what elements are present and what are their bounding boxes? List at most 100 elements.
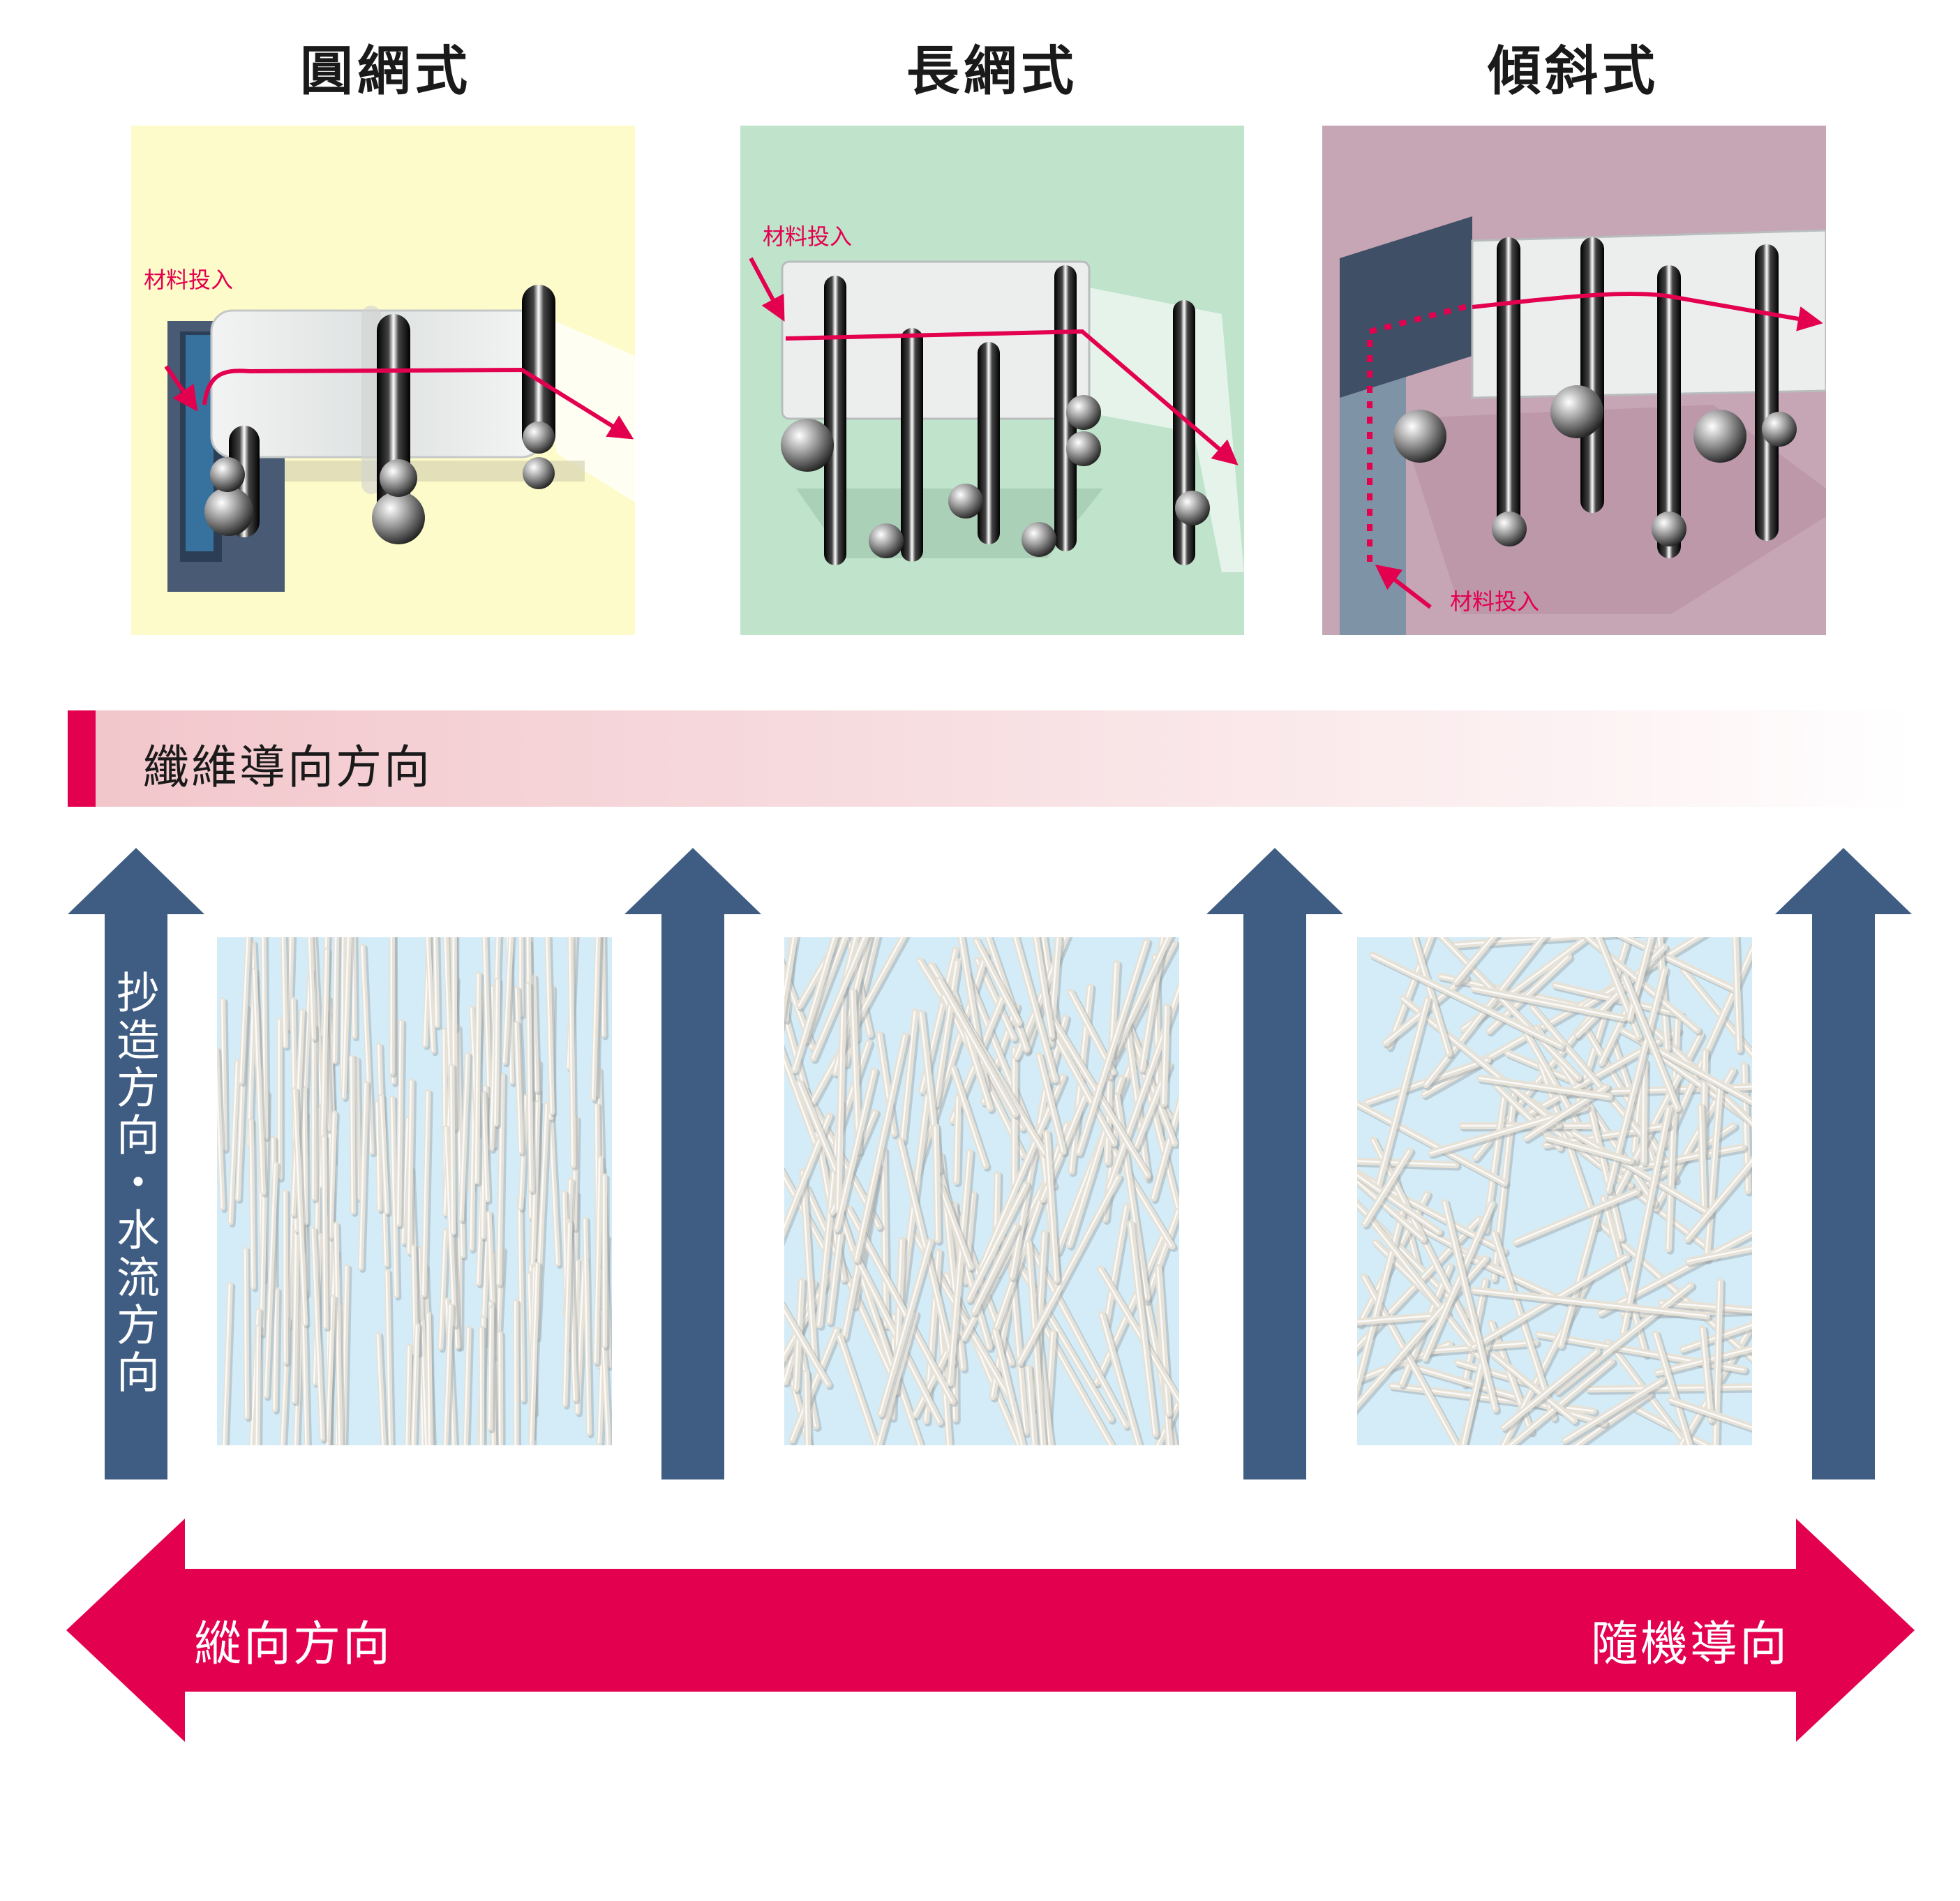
fiber-highlight [878,1240,931,1415]
flow-direction-arrow-1 [68,848,204,1479]
fiber-highlight [1144,1210,1179,1302]
fiber-highlight [784,1176,824,1249]
fiber-highlight [1012,1048,1015,1205]
fiber-highlight [1026,1242,1043,1445]
fiber-highlight [518,1195,523,1401]
inclined-sheet [1471,229,1826,399]
fiber-highlight [262,937,266,1138]
flow-arrow [785,329,1239,465]
fiber-highlight [329,1112,335,1238]
fiber-highlight [1100,1313,1139,1445]
random-orientation-label: 隨機導向 [1591,1617,1790,1672]
fiber-highlight [798,1082,836,1171]
fiber-highlight [1368,1217,1483,1362]
fiber-highlight [281,937,286,1047]
fiber-pattern-random [1357,937,1752,1445]
fiber-highlight [1654,1332,1690,1445]
fiber-pattern-aligned [217,937,612,1445]
fiber-pattern-semi-random [784,937,1179,1445]
fiber-highlight [1376,999,1428,1189]
fiber-highlight [854,1034,906,1260]
feed-label: 材料投入 [763,223,852,250]
fiber-highlight [974,939,1019,1024]
fiber-highlight [784,1114,830,1230]
fiber-highlight [1077,940,1147,1154]
fiber-highlight [828,1234,841,1322]
fiber-highlight [1514,1190,1638,1243]
fiber-highlight [1357,1314,1439,1323]
fiber-highlight [793,937,835,1071]
fiber-highlight [327,1013,333,1127]
fiber-highlight [1140,937,1164,1070]
fiber-highlight [583,1218,590,1434]
fiber-highlight [938,1185,971,1268]
fiber-highlight [1357,1160,1456,1166]
fiber-highlight [311,1228,323,1440]
fiber-highlight [481,1092,488,1201]
fiber-highlight [239,937,248,1083]
fiber-highlight [600,1310,609,1445]
fiber-highlight [1714,1281,1721,1445]
fiber-highlight [223,1283,231,1445]
fiber-highlight [459,1054,468,1221]
fiber-highlight [1623,976,1678,1110]
fiber-highlight [354,1058,359,1199]
fiber-highlight [576,1257,585,1413]
fiber-highlight [784,1309,828,1385]
fiber-highlight [301,1290,307,1445]
fiber-highlight [293,1089,306,1325]
fiber-highlight [444,1304,451,1445]
fiber-highlight [1037,1054,1063,1153]
flow-direction-label: 抄造方向・水流方向 [109,970,160,1397]
fiber-highlight [1048,1024,1114,1145]
fiber-highlight [287,937,292,1029]
fiber-highlight [986,937,1027,1050]
fiber-highlight [351,937,354,1037]
fiber-highlight [1033,937,1052,1037]
fiber-highlight [426,937,434,1052]
fiber-highlight [1587,1385,1752,1390]
flow-arrow [202,367,634,440]
fiber-highlight [800,1171,815,1360]
fiber-highlight [350,1056,354,1213]
fiber-highlight [569,937,574,1167]
flow-direction-arrow-4 [1775,848,1912,1479]
fiber-highlight [1387,937,1431,1048]
fiber-highlight [1357,1203,1469,1318]
fiber-highlight [1681,1324,1752,1350]
fiber-highlight [811,937,904,1103]
fiber-highlight [474,973,479,1183]
fiber-highlight [444,1126,455,1326]
fiber-highlight [1439,937,1579,1079]
fiber-highlight [1128,1223,1155,1435]
fiber-highlight [1546,1136,1631,1162]
fiber-highlight [341,937,344,1091]
fiber-highlight [244,1248,247,1418]
fiber-highlight [989,1123,1067,1345]
fiber-highlight [1669,1399,1752,1429]
fiber-highlight [334,1223,341,1445]
fiber-highlight [376,1334,384,1445]
fiber-highlight [972,1225,1017,1313]
fiber-highlight [439,1230,446,1349]
fiber-highlight [1606,1341,1687,1445]
fiber-highlight [526,983,532,1191]
fiber-highlight [1423,1202,1493,1359]
fiber-highlight [1699,1105,1705,1217]
fiber-highlight [591,937,598,1100]
fiber-highlight [881,1149,886,1327]
fiber-highlight [594,1157,601,1363]
fiber-highlight [433,937,437,1027]
fiber-highlight [412,1325,418,1445]
feed-arrow [164,365,198,412]
fiber-highlight [1370,953,1562,1047]
fiber-highlight [1454,937,1494,983]
fiber-highlight [1401,997,1559,1126]
fiber-highlight [1733,937,1740,1051]
fiber-highlight [385,1270,391,1445]
fiber-highlight [308,937,314,1039]
fiber-highlight [220,999,225,1149]
fiber-highlight [333,937,337,1062]
orientation-scale-arrow [66,1519,1915,1742]
